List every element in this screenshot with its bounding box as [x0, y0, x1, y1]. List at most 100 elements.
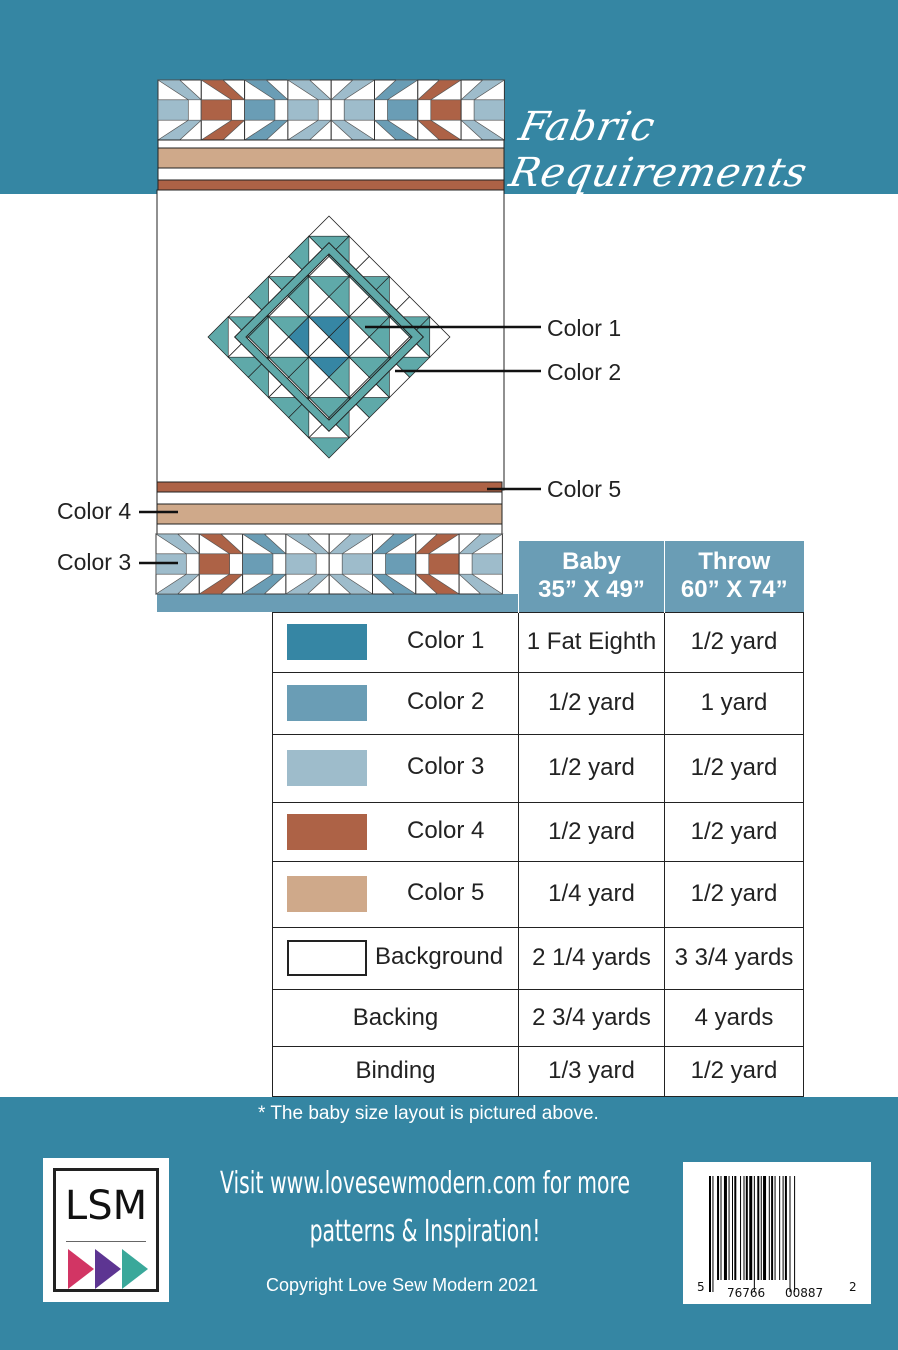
barcode: 5 76766 00887 2 [683, 1162, 871, 1304]
fabric-name: Color 3 [407, 753, 485, 781]
barcode-bar [763, 1176, 767, 1280]
border-block [328, 533, 374, 595]
border-block [241, 533, 287, 595]
fabric-name: Backing [352, 1003, 439, 1031]
fabric-name-cell: Binding [272, 1045, 519, 1097]
chevron-middle [242, 553, 274, 575]
barcode-bar [794, 1176, 796, 1292]
medallion-triangle [247, 356, 269, 399]
barcode-bar [723, 1176, 727, 1280]
barcode-bar [779, 1176, 781, 1280]
border-block [414, 533, 461, 595]
barcode-bars [709, 1176, 796, 1292]
border-block [284, 533, 331, 595]
barcode-bar [720, 1176, 722, 1280]
table-row: Color 1 1 Fat Eighth 1/2 yard [272, 611, 804, 673]
barcode-bar [757, 1176, 760, 1280]
visit-website-text[interactable]: Visit www.lovesewmodern.com for more pat… [180, 1160, 670, 1260]
table-row: Background 2 1/4 yards 3 3/4 yards [272, 926, 804, 990]
chevron-middle [387, 99, 419, 121]
chevron-top [458, 533, 504, 555]
barcode-bar [753, 1176, 755, 1292]
fabric-name-cell: Backing [272, 988, 519, 1047]
chevron-middle [473, 99, 505, 121]
page-title: Fabric Requirements [505, 104, 812, 196]
border-block [458, 533, 504, 595]
baby-amount: 1/3 yard [518, 1045, 665, 1097]
throw-amount: 1/2 yard [664, 860, 804, 928]
header-throw-label: Throw [698, 548, 771, 576]
chevron-top [373, 79, 419, 101]
layout-note: * The baby size layout is pictured above… [258, 1103, 599, 1124]
border-block [200, 79, 246, 141]
fabric-name-cell: Color 1 [272, 611, 519, 673]
chevron-bottom [328, 573, 374, 595]
label-color-3: Color 3 [57, 549, 132, 575]
swatch [287, 750, 367, 786]
chevron-middle [430, 99, 462, 121]
band-color-5 [157, 147, 505, 169]
barcode-bar [782, 1176, 784, 1280]
fabric-name-cell: Color 2 [272, 671, 519, 735]
label-color-5: Color 5 [547, 476, 622, 502]
barcode-group-1: 76766 [727, 1286, 766, 1300]
border-block [371, 533, 417, 595]
border-block [416, 79, 463, 141]
chevron-middle [157, 99, 189, 121]
label-color-2: Color 2 [547, 359, 622, 385]
lsm-logo: LSM [43, 1158, 169, 1302]
throw-amount: 1/2 yard [664, 801, 804, 862]
swatch [287, 813, 367, 850]
throw-amount: 3 3/4 yards [664, 926, 804, 990]
visit-line-1[interactable]: Visit www.lovesewmodern.com for more [220, 1166, 630, 1201]
baby-amount: 1/4 yard [518, 860, 665, 928]
baby-amount: 1 Fat Eighth [518, 611, 665, 673]
chevron-bottom [371, 573, 417, 595]
border-block [243, 79, 289, 141]
table-row: Backing 2 3/4 yards 4 yards [272, 988, 804, 1047]
barcode-bar [740, 1176, 742, 1280]
table-row: Color 2 1/2 yard 1 yard [272, 671, 804, 735]
medallion-triangle [288, 396, 310, 439]
label-color-1: Color 1 [547, 315, 622, 341]
fabric-name: Color 4 [407, 816, 485, 844]
border-block [330, 79, 376, 141]
fabric-name: Color 2 [407, 688, 485, 716]
barcode-bar [728, 1176, 730, 1280]
barcode-check: 2 [849, 1280, 857, 1294]
throw-amount: 1/2 yard [664, 611, 804, 673]
baby-amount: 2 3/4 yards [518, 988, 665, 1047]
barcode-bar [774, 1176, 776, 1280]
table-row: Color 3 1/2 yard 1/2 yard [272, 733, 804, 803]
header-baby-size: 35” X 49” [538, 576, 645, 604]
chevron-top [416, 79, 463, 101]
chevron-top [414, 533, 461, 555]
barcode-bar [771, 1176, 774, 1280]
barcode-group-2: 00887 [785, 1286, 824, 1300]
barcode-bar [789, 1176, 791, 1292]
chevron-middle [285, 553, 317, 575]
chevron-middle [343, 99, 375, 121]
medallion-triangle [207, 316, 229, 358]
copyright: Copyright Love Sew Modern 2021 [266, 1275, 539, 1295]
border-block [460, 79, 506, 141]
throw-amount: 1/2 yard [664, 1045, 804, 1097]
band-white [156, 491, 503, 505]
fabric-name-cell: Color 5 [272, 860, 519, 928]
visit-line-2: patterns & Inspiration! [309, 1214, 541, 1249]
chevron-top [328, 533, 374, 555]
chevron-middle [198, 553, 230, 575]
swatch [287, 876, 367, 912]
barcode-bar [732, 1176, 733, 1280]
diamond-medallion [207, 215, 451, 459]
band-color-4 [157, 179, 505, 191]
fabric-name: Color 1 [407, 627, 485, 655]
baby-amount: 1/2 yard [518, 671, 665, 735]
quilt-diagram [139, 79, 541, 612]
barcode-lead: 5 [697, 1280, 705, 1294]
barcode-bar [745, 1176, 748, 1280]
chevron-bottom [458, 573, 504, 595]
